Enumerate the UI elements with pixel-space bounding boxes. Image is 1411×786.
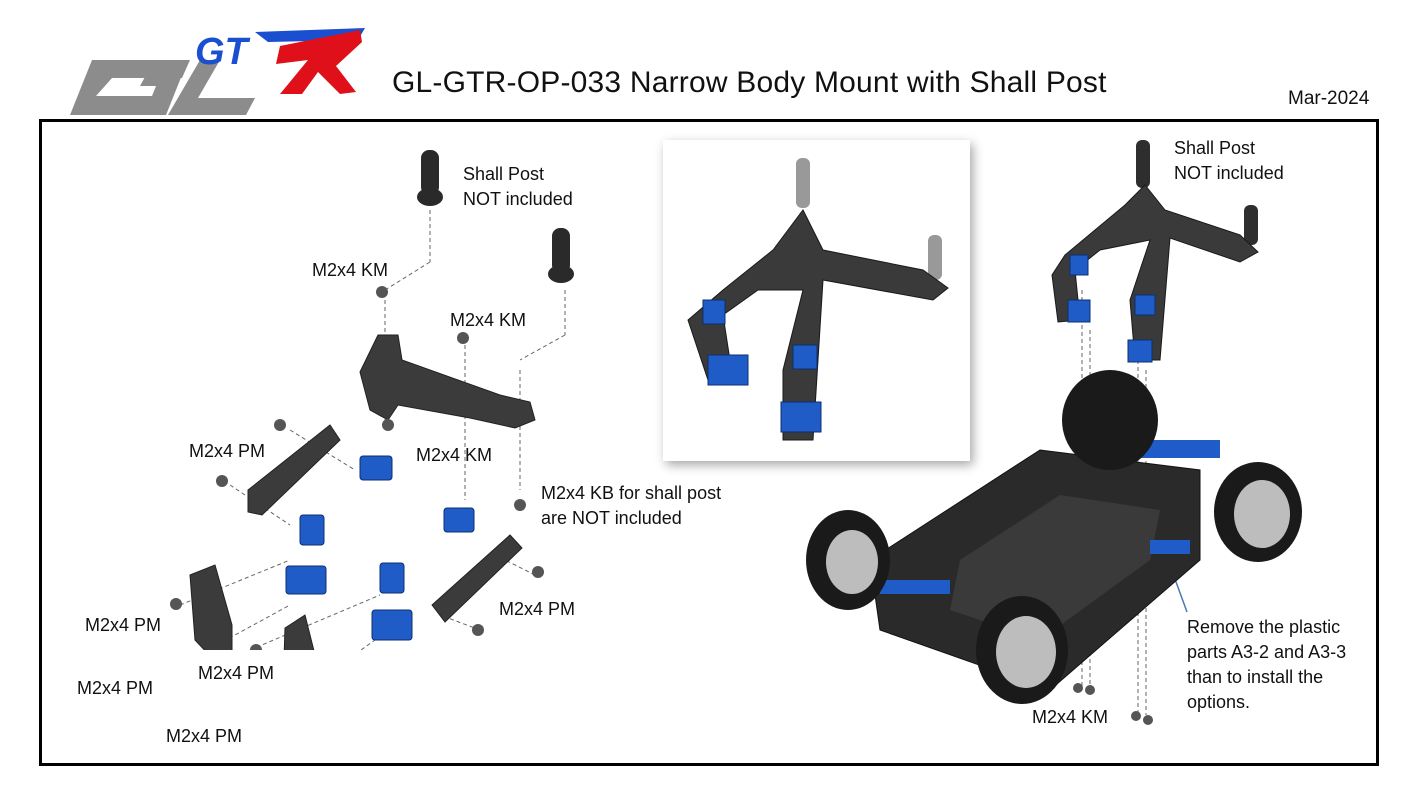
label-line: Shall Post (463, 164, 545, 184)
screw-label-km-middle: M2x4 KM (450, 310, 527, 330)
exploded-parts-illustration (170, 150, 574, 650)
label-line: are NOT included (541, 508, 682, 528)
screw-label-km-chassis: M2x4 KM (1032, 707, 1109, 727)
removal-note: Remove the plastic parts A3-2 and A3-3 t… (1187, 615, 1346, 715)
note-line: than to install the (1187, 667, 1324, 687)
note-line: Remove the plastic (1187, 617, 1341, 637)
screw-label-pm-left: M2x4 PM (85, 615, 162, 635)
screw-label-km-top: M2x4 KM (312, 260, 389, 280)
screw-label-pm-upper: M2x4 PM (189, 441, 266, 461)
document-date: Mar-2024 (1288, 88, 1370, 109)
assembled-mount-photo (663, 140, 970, 461)
brand-logo: GT (70, 28, 365, 115)
label-line: NOT included (463, 189, 573, 209)
label-line: NOT included (1174, 163, 1284, 183)
note-line: parts A3-2 and A3-3 (1187, 642, 1347, 662)
screw-label-pm-center: M2x4 PM (198, 663, 275, 683)
label-line: M2x4 KB for shall post (541, 483, 722, 503)
page-title: GL-GTR-OP-033 Narrow Body Mount with Sha… (392, 66, 1107, 99)
diagram-frame (39, 119, 1379, 766)
screw-label-pm-lower-left: M2x4 PM (77, 678, 154, 698)
screw-label-pm-bottom: M2x4 PM (166, 726, 243, 746)
logo-gt-text: GT (195, 31, 251, 73)
screw-label-pm-right: M2x4 PM (499, 599, 576, 619)
screw-label-kb-note: M2x4 KB for shall post are NOT included (541, 481, 721, 531)
label-line: Shall Post (1174, 138, 1256, 158)
screw-label-km-lower: M2x4 KM (416, 445, 493, 465)
note-line: options. (1187, 692, 1251, 712)
shall-post-label-left: Shall Post NOT included (463, 162, 573, 212)
assembled-mount-illustration (687, 158, 949, 441)
shall-post-label-right: Shall Post NOT included (1174, 136, 1284, 186)
